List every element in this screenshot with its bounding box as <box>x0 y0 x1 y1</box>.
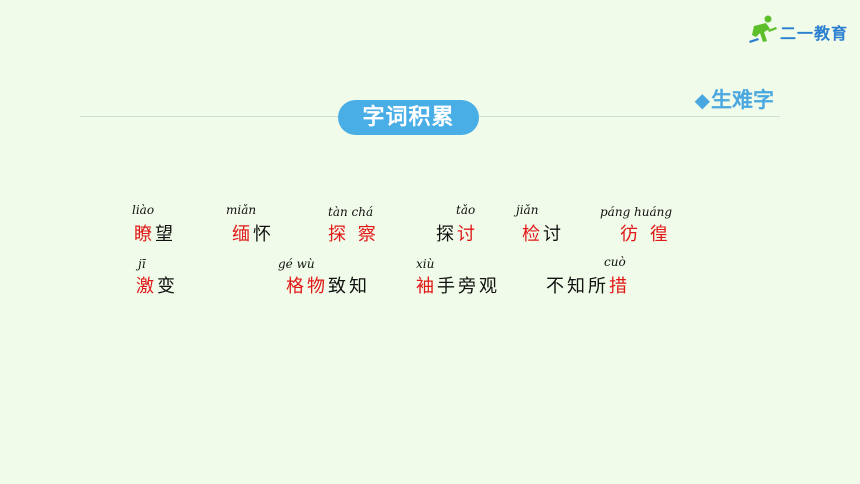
highlight-char: 探 察 <box>328 224 379 245</box>
page-title: 字词积累 <box>338 100 479 135</box>
word-item: gé wù 格物致知 <box>278 257 370 298</box>
highlight-char: 彷 徨 <box>620 224 671 245</box>
pinyin: cuò <box>604 255 626 269</box>
logo-text: 二一教育 <box>780 24 849 43</box>
highlight-char: 检 <box>522 224 543 245</box>
section-tag: ◆生难字 <box>695 84 774 114</box>
highlight-char: 讨 <box>457 224 478 245</box>
highlight-char: 格物 <box>286 276 328 297</box>
word-item: liào 瞭望 <box>132 203 176 246</box>
word-item: cuò 不知所措 <box>546 255 630 298</box>
word-item: xiù 袖手旁观 <box>416 257 500 298</box>
pinyin: tǎo <box>456 203 476 217</box>
word-text: 致知 <box>328 276 370 297</box>
word-item: jī 激变 <box>136 257 178 298</box>
pinyin: tàn chá <box>328 205 374 219</box>
word-text: 望 <box>155 224 176 245</box>
pinyin: jiǎn <box>516 203 539 217</box>
pinyin: miǎn <box>226 203 257 217</box>
word-item: miǎn 缅怀 <box>226 203 274 246</box>
word-text: 探 <box>436 224 457 245</box>
runner-logo-icon <box>749 15 777 43</box>
pinyin: liào <box>132 203 155 217</box>
highlight-char: 激 <box>136 276 157 297</box>
highlight-char: 瞭 <box>134 224 155 245</box>
pinyin: xiù <box>416 257 435 271</box>
diamond-icon: ◆ <box>694 88 710 112</box>
section-tag-label: 生难字 <box>711 88 774 112</box>
pinyin: gé wù <box>278 257 315 271</box>
highlight-char: 措 <box>609 276 630 297</box>
word-text: 不知所 <box>546 276 609 297</box>
word-item: jiǎn 检讨 <box>516 203 564 246</box>
word-item: páng huáng 彷 徨 <box>600 205 672 246</box>
word-item: tǎo 探讨 <box>436 203 478 246</box>
highlight-char: 袖 <box>416 276 437 297</box>
word-text: 变 <box>157 276 178 297</box>
word-text: 怀 <box>253 224 274 245</box>
highlight-char: 缅 <box>232 224 253 245</box>
word-item: tàn chá 探 察 <box>328 205 379 246</box>
pinyin: jī <box>138 257 146 271</box>
pinyin: páng huáng <box>600 205 673 219</box>
logo: 二一教育 <box>748 14 848 48</box>
word-text: 讨 <box>543 224 564 245</box>
word-text: 手旁观 <box>437 276 500 297</box>
